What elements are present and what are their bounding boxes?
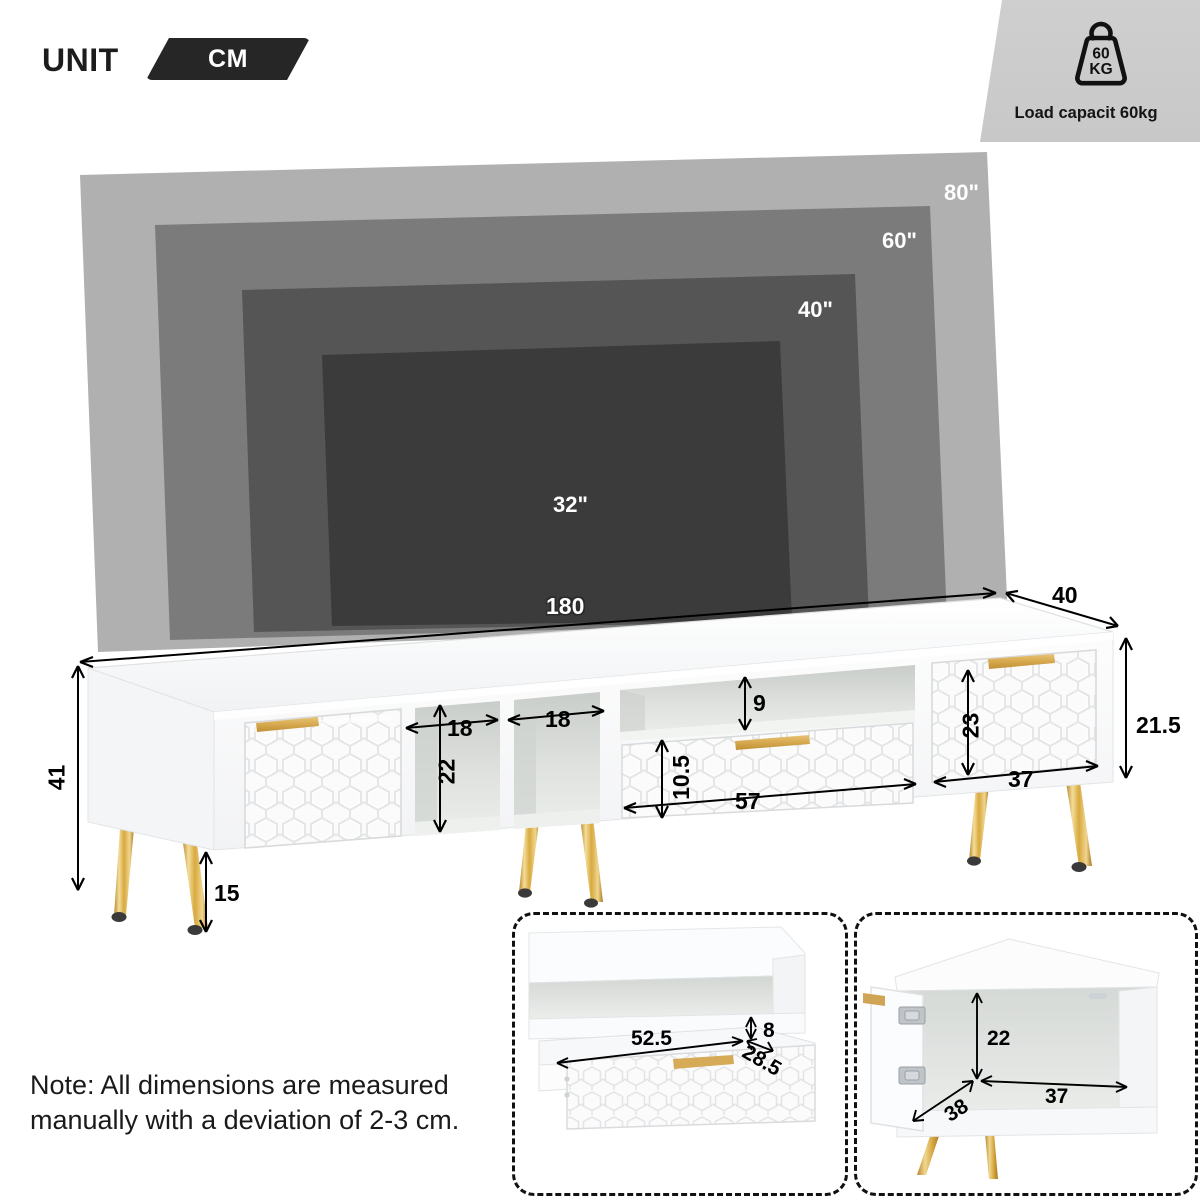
- dim-door-width-37: 37: [1008, 766, 1034, 792]
- dim-cubby-width-left-18: 18: [447, 715, 473, 741]
- dim-door-height-23: 23: [957, 712, 984, 739]
- tv-size-32-label: 32": [553, 492, 588, 517]
- unit-value-badge: CM: [146, 38, 310, 80]
- dim-width-180: 180: [546, 593, 585, 619]
- measurement-note: Note: All dimensions are measured manual…: [30, 1070, 460, 1135]
- weight-icon-value-bottom: KG: [1089, 61, 1112, 78]
- dim-inset-cabinet-height: 22: [987, 1027, 1011, 1050]
- tv-size-60-label: 60": [882, 228, 917, 253]
- dim-cubby-height-22: 22: [433, 758, 460, 785]
- middle-open-shelf: [620, 665, 915, 741]
- middle-drawer[interactable]: [621, 722, 914, 819]
- dim-total-height-41: 41: [43, 764, 70, 791]
- inset-cabinet-detail: 22 37 38: [854, 912, 1198, 1196]
- dim-inset-drawer-height: 8: [763, 1019, 775, 1042]
- tv-size-32: [322, 341, 792, 626]
- load-capacity-panel: 60 KG Load capacit 60kg: [980, 0, 1200, 142]
- unit-value-text: CM: [208, 44, 248, 73]
- weight-icon-value-top: 60: [1092, 46, 1109, 63]
- dim-drawer-height-10-5: 10.5: [667, 755, 694, 800]
- unit-label: UNIT: [42, 42, 119, 78]
- middle-drawer-handle[interactable]: [735, 735, 810, 750]
- dim-inset-cabinet-width: 37: [1045, 1085, 1069, 1108]
- cubby-right: [514, 692, 600, 829]
- dim-cubby-width-right-18: 18: [545, 706, 571, 732]
- right-door-handle[interactable]: [988, 654, 1055, 669]
- dim-inset-drawer-width: 52.5: [631, 1027, 672, 1050]
- weight-icon: 60 KG: [1075, 21, 1127, 86]
- stand-legs: [111, 782, 1092, 935]
- tv-stand-illustration: [0, 560, 1200, 980]
- dim-body-height-21-5: 21.5: [1136, 712, 1181, 738]
- load-capacity-caption: Load capacit 60kg: [1014, 104, 1158, 122]
- tv-size-diagram: 80" 60" 40" 32": [80, 152, 1008, 652]
- cubby-left: [415, 701, 500, 836]
- dim-depth-40: 40: [1052, 582, 1078, 608]
- left-door-handle[interactable]: [256, 717, 319, 732]
- dim-shelf-height-9: 9: [753, 690, 766, 716]
- tv-size-40-label: 40": [798, 297, 833, 322]
- inset-drawer-detail: 52.5 8 28.5: [512, 912, 848, 1196]
- tv-size-80-label: 80": [944, 180, 979, 205]
- dim-leg-height-15: 15: [214, 880, 240, 906]
- dim-drawer-width-57: 57: [735, 788, 761, 814]
